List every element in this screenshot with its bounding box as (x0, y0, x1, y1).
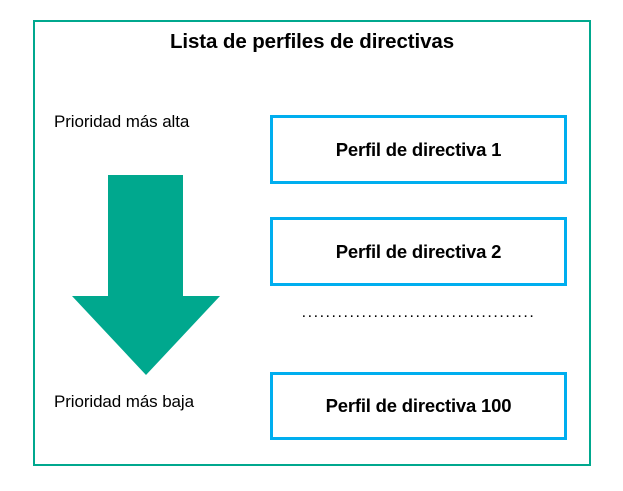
policy-profile-box[interactable]: Perfil de directiva 2 (270, 217, 567, 286)
priority-low-label: Prioridad más baja (54, 392, 194, 411)
policy-profile-label: Perfil de directiva 2 (335, 240, 502, 262)
priority-high-label: Prioridad más alta (54, 112, 190, 131)
page-title: Lista de perfiles de directivas (169, 30, 455, 53)
down-arrow-icon (72, 175, 220, 375)
ellipsis-separator: ....................................... (301, 305, 536, 321)
policy-profile-label: Perfil de directiva 100 (325, 395, 512, 416)
policy-profile-box[interactable]: Perfil de directiva 100 (270, 372, 567, 440)
policy-profile-box[interactable]: Perfil de directiva 1 (270, 115, 567, 184)
policy-profile-label: Perfil de directiva 1 (335, 138, 502, 160)
